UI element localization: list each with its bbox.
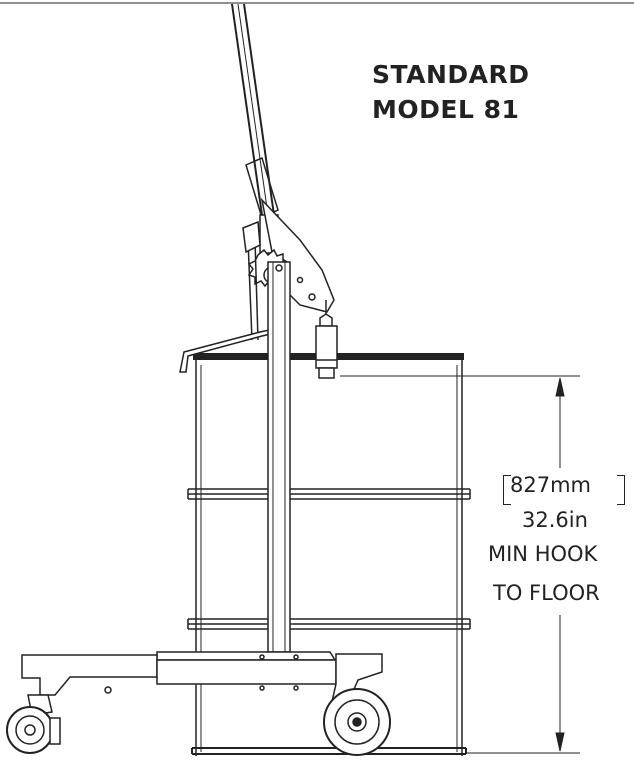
hook [315, 300, 338, 379]
bracket-right [617, 475, 625, 505]
mast [267, 261, 291, 653]
drum-base [191, 747, 467, 755]
title-line-1: STANDARD [372, 60, 530, 89]
dimension-imperial-value: 32.6in [522, 508, 588, 532]
drum [187, 353, 471, 756]
dimension-note-line-2: TO FLOOR [493, 581, 600, 605]
base-left-arm [21, 654, 158, 696]
dimension-note-line-1: MIN HOOK [488, 542, 598, 566]
base-center-beam [156, 659, 337, 685]
drum-rib-lower [187, 618, 471, 630]
caster-wheel [6, 694, 61, 754]
dimension-metric-value: 827mm [510, 473, 591, 497]
bracket-left [503, 475, 511, 505]
boom-arm [231, 3, 335, 313]
dimension-line [340, 375, 580, 754]
front-wheel [323, 688, 391, 756]
boom-pin [296, 276, 304, 284]
dimension-arrow-down [555, 732, 565, 752]
title-line-2: MODEL 81 [372, 95, 520, 124]
dimension-arrow-up [555, 377, 565, 397]
drum-rib-upper [187, 488, 471, 500]
jack-rod [242, 220, 261, 341]
boom-upper-plate [245, 156, 279, 220]
base-frame [21, 651, 383, 711]
boom-bolt [308, 293, 316, 301]
